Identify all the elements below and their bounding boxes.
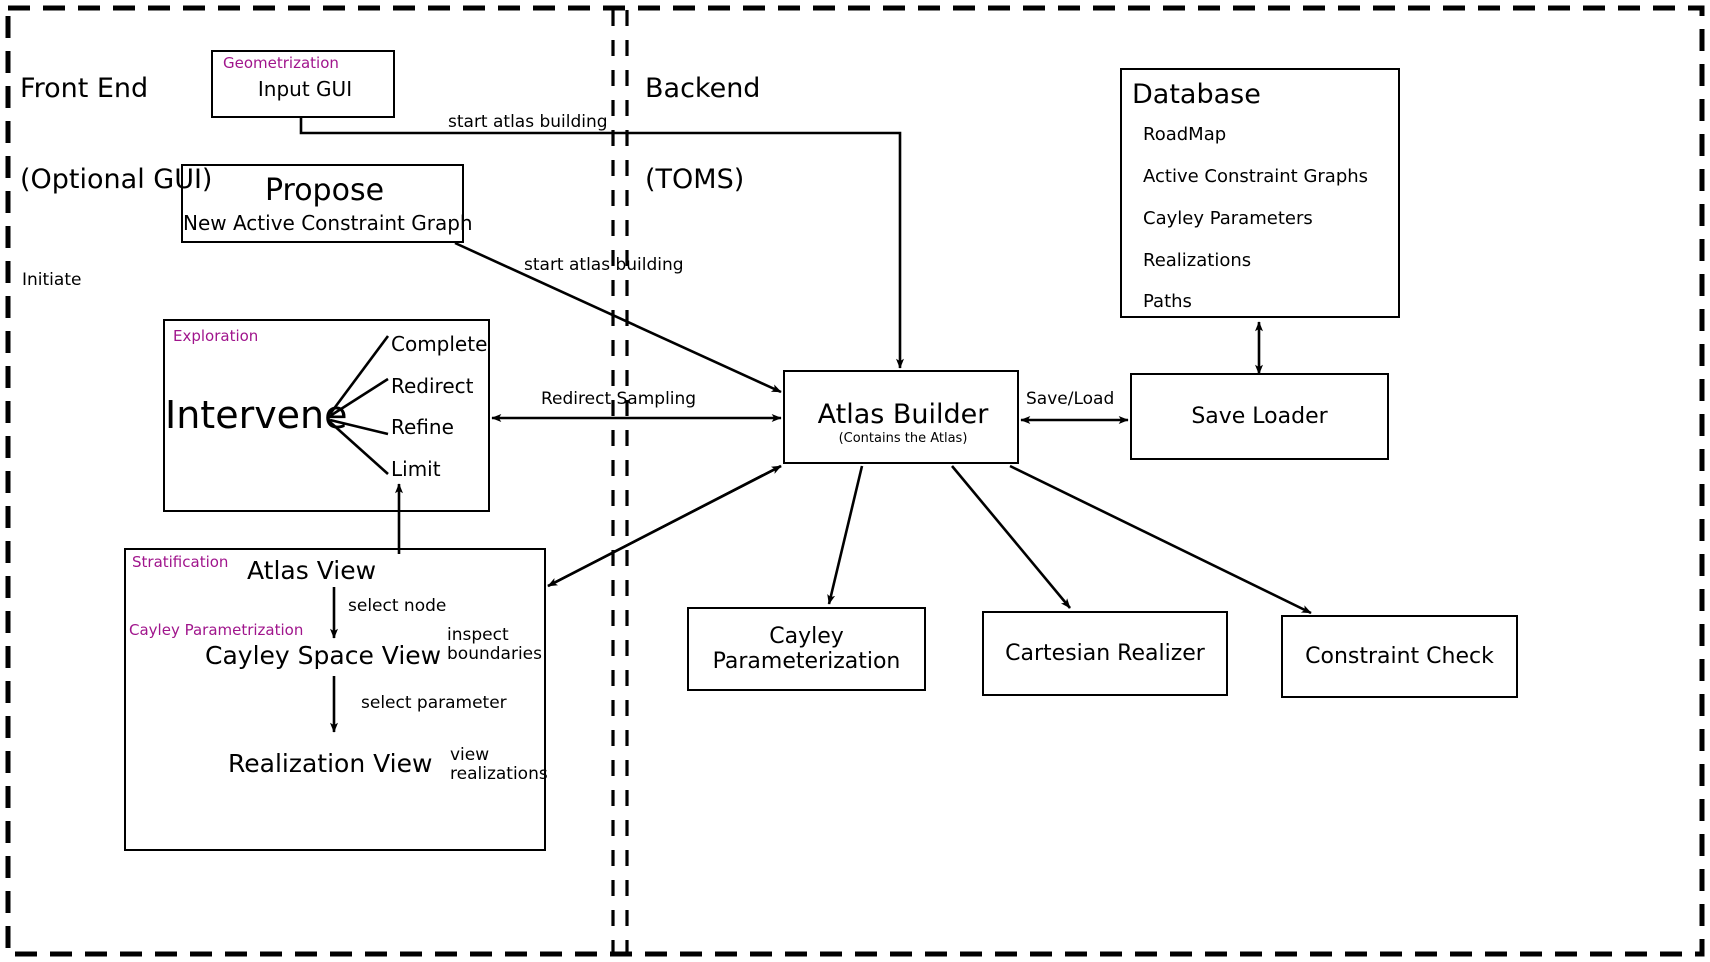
edge-label-select-node: select node	[348, 596, 447, 616]
edge-stratification-to-atlas-builder	[547, 464, 782, 588]
fan-line-limit	[329, 421, 389, 475]
fan-line-complete	[328, 335, 390, 415]
zone-title-backend: Backend (TOMS)	[645, 14, 760, 256]
database-item-realizations: Realizations	[1143, 250, 1252, 271]
initiate-label: Initiate	[22, 270, 82, 290]
edge-label-save-load: Save/Load	[1026, 389, 1115, 409]
node-input-gui-tag: Geometrization	[223, 54, 339, 72]
node-cayley-parameterization[interactable]: Cayley Parameterization	[687, 607, 926, 691]
node-constraint-check[interactable]: Constraint Check	[1281, 615, 1518, 698]
edge-atlas-builder-to-cartesian-realizer	[951, 465, 1071, 609]
node-propose-title: Propose	[264, 173, 385, 208]
panel-stratification-tag: Stratification	[132, 553, 229, 571]
zone-title-backend-line1: Backend	[645, 73, 761, 105]
fan-line-refine	[329, 418, 389, 436]
zone-title-front-end-line1: Front End	[20, 73, 149, 105]
edge-atlas-builder-to-cayley-parameterization	[827, 465, 864, 605]
node-constraint-check-title: Constraint Check	[1305, 644, 1494, 669]
node-propose-subtitle: New Active Constraint Graph	[183, 211, 473, 235]
node-propose[interactable]: Propose New Active Constraint Graph	[181, 164, 473, 243]
database-item-cayley-parameters: Cayley Parameters	[1143, 208, 1313, 229]
node-cartesian-realizer[interactable]: Cartesian Realizer	[982, 611, 1228, 696]
option-redirect[interactable]: Redirect	[391, 374, 474, 398]
node-database[interactable]: Database RoadMap Active Constraint Graph…	[1120, 68, 1400, 318]
node-save-loader[interactable]: Save Loader	[1130, 373, 1389, 460]
node-atlas-builder-subtitle: (Contains the Atlas)	[838, 431, 968, 446]
option-limit[interactable]: Limit	[391, 457, 441, 481]
option-complete[interactable]: Complete	[391, 332, 488, 356]
node-save-loader-title: Save Loader	[1191, 404, 1328, 429]
panel-exploration[interactable]: Exploration	[163, 319, 490, 512]
option-refine[interactable]: Refine	[391, 415, 454, 439]
label-atlas-view[interactable]: Atlas View	[247, 556, 377, 585]
node-input-gui-title: Input GUI	[257, 77, 353, 101]
label-realization-view[interactable]: Realization View	[228, 749, 433, 778]
node-cayley-parameterization-title: Cayley Parameterization	[712, 624, 901, 674]
database-item-active-constraint-graphs: Active Constraint Graphs	[1143, 166, 1369, 187]
edge-label-start-atlas-building-mid: start atlas building	[524, 255, 684, 275]
zone-title-backend-line2: (TOMS)	[645, 164, 745, 196]
edge-input-gui-to-atlas-builder	[299, 118, 904, 369]
label-intervene[interactable]: Intervene	[165, 393, 348, 437]
database-item-paths: Paths	[1143, 291, 1192, 312]
edge-label-redirect-sampling: Redirect Sampling	[541, 389, 697, 409]
panel-cayley-parametrization-tag: Cayley Parametrization	[129, 621, 304, 639]
fan-line-redirect	[329, 377, 389, 418]
edge-label-select-parameter: select parameter	[361, 693, 507, 713]
node-cartesian-realizer-title: Cartesian Realizer	[1005, 641, 1205, 666]
node-atlas-builder[interactable]: Atlas Builder (Contains the Atlas)	[783, 370, 1019, 464]
node-database-title: Database	[1132, 79, 1261, 110]
edge-atlas-builder-to-constraint-check	[1009, 464, 1312, 615]
node-input-gui[interactable]: Geometrization Input GUI	[211, 50, 395, 118]
panel-stratification[interactable]: Stratification Cayley Parametrization	[124, 548, 546, 851]
note-view-realizations: view realizations	[450, 745, 548, 785]
label-cayley-space-view[interactable]: Cayley Space View	[205, 641, 442, 670]
outer-dashed-frame	[5, 5, 1705, 957]
panel-exploration-tag: Exploration	[173, 327, 259, 345]
node-atlas-builder-title: Atlas Builder	[817, 399, 989, 430]
database-item-roadmap: RoadMap	[1143, 124, 1227, 145]
note-inspect-boundaries: inspect boundaries	[447, 625, 542, 665]
edge-propose-to-atlas-builder	[454, 241, 782, 394]
edge-label-start-atlas-building-top: start atlas building	[448, 112, 608, 132]
